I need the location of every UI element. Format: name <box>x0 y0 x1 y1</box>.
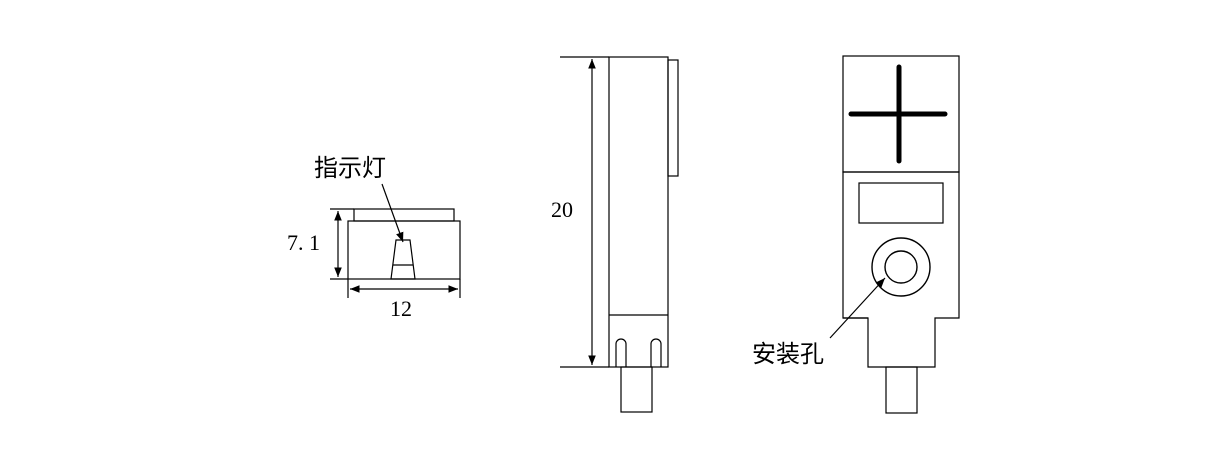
front-view <box>829 55 960 414</box>
mount-hole-inner <box>884 250 918 284</box>
front-view-window <box>858 182 944 224</box>
mount-hole-outer <box>871 237 931 297</box>
indicator-lamp <box>390 239 416 280</box>
end-view-body <box>347 220 461 280</box>
end-view-top-plate <box>353 208 455 222</box>
front-view-cable <box>885 366 918 414</box>
side-view-protrusion <box>667 59 679 177</box>
height-dimension-label: 7. 1 <box>287 230 320 255</box>
plus-icon <box>848 64 948 164</box>
side-view-slot-left <box>615 338 627 367</box>
length-dimension-label: 20 <box>551 197 573 222</box>
side-view-body <box>608 56 669 368</box>
side-view-slot-right <box>650 338 662 367</box>
side-view-cable <box>620 366 653 413</box>
mount-hole-leader <box>829 277 886 339</box>
end-view <box>330 183 461 298</box>
front-view-body <box>842 171 960 368</box>
side-view <box>560 56 679 413</box>
mount-hole-label: 安装孔 <box>752 340 824 368</box>
indicator-leader <box>381 183 404 243</box>
indicator-label: 指示灯 <box>314 154 386 182</box>
width-dimension-label: 12 <box>390 296 412 321</box>
